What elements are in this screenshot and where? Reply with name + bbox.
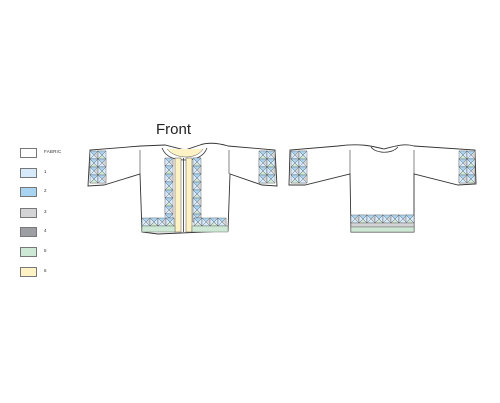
front-collar-band [166, 148, 204, 158]
legend-swatch [20, 267, 37, 277]
legend-item-2: 2 [20, 187, 80, 199]
legend-label: 3 [44, 209, 47, 214]
back-right-cuff [458, 150, 476, 184]
back-neckline [370, 146, 399, 153]
front-left-cuff [89, 150, 107, 184]
back-jacket [288, 144, 477, 233]
legend-item-5: 5 [20, 247, 80, 259]
legend-swatch [20, 227, 37, 237]
back-hem-band [350, 214, 415, 233]
legend-item-fabric: FABRIC [20, 148, 80, 160]
front-jacket [87, 142, 278, 235]
front-left-pattern-column [164, 157, 174, 223]
legend-swatch [20, 148, 37, 158]
legend-item-6: 6 [20, 267, 80, 279]
legend-item-1: 1 [20, 168, 80, 180]
legend-label: FABRIC [44, 149, 62, 154]
legend-swatch [20, 247, 37, 257]
front-body-outline [87, 142, 278, 235]
legend-swatch [20, 168, 37, 178]
front-title: Front [156, 121, 192, 138]
front-placket-right [185, 157, 193, 233]
back-left-cuff [290, 150, 308, 184]
legend-label: 5 [44, 248, 47, 253]
front-right-cuff [258, 150, 276, 184]
legend-label: 4 [44, 228, 47, 233]
legend-label: 6 [44, 268, 47, 273]
legend-swatch [20, 187, 37, 197]
legend-item-4: 4 [20, 227, 80, 239]
legend-item-3: 3 [20, 208, 80, 220]
front-right-pattern-column [192, 157, 202, 223]
legend-swatch [20, 208, 37, 218]
front-placket-left [174, 157, 182, 233]
legend-label: 1 [44, 169, 47, 174]
front-hem-band [141, 217, 229, 233]
legend-label: 2 [44, 188, 47, 193]
